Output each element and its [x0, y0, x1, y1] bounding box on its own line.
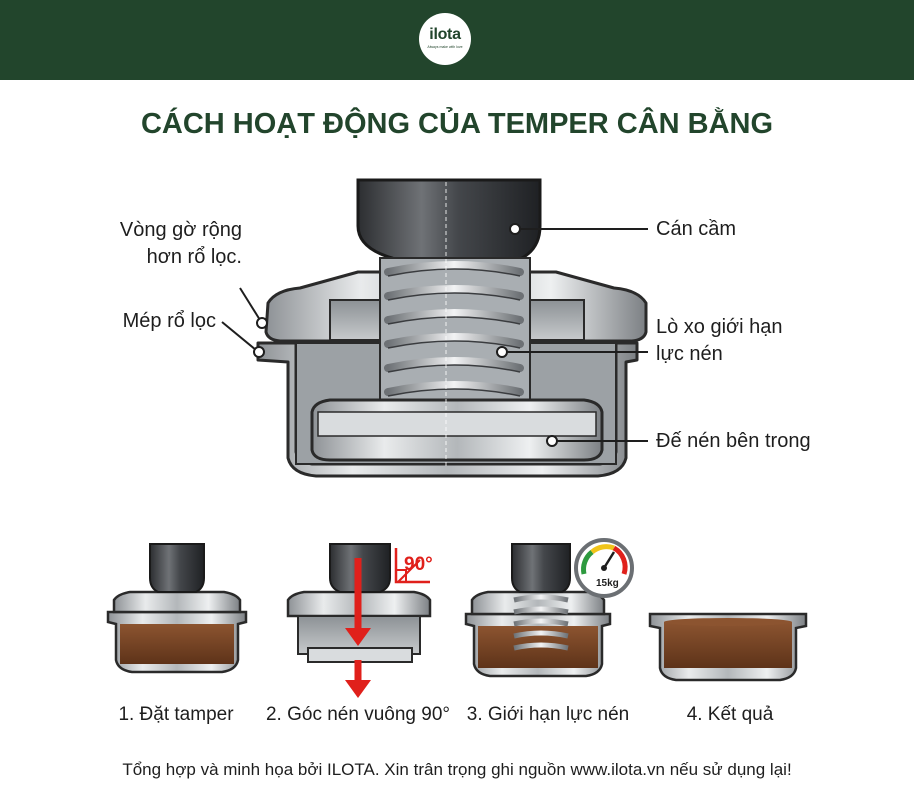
- header-bar: ilota Always make with love: [0, 0, 914, 80]
- label-wide-rim: Vòng gờ rộng hơn rổ lọc.: [119, 219, 242, 268]
- angle-label: 90°: [404, 554, 433, 575]
- footer-credit: Tổng hợp và minh họa bởi ILOTA. Xin trân…: [122, 760, 792, 779]
- step-2-label: 2. Góc nén vuông 90°: [265, 704, 450, 725]
- step-1-illustration: [106, 543, 248, 674]
- tamper-base: [310, 398, 604, 462]
- step-4-illustration: [648, 612, 808, 682]
- basket-edge-marker: [253, 346, 265, 358]
- steps-illustration: 90° 15kg: [106, 538, 808, 698]
- tamper-cross-section-diagram: [221, 178, 648, 478]
- label-inner-base: Đế nén bên trong: [656, 430, 811, 452]
- down-arrow-icon: [345, 628, 371, 646]
- base-marker: [546, 435, 558, 447]
- logo-tagline: Always make with love: [427, 45, 463, 49]
- label-basket-edge: Mép rổ lọc: [122, 310, 216, 332]
- step-3-illustration: 15kg: [464, 538, 634, 678]
- down-arrow-icon: [345, 680, 371, 698]
- step-2-illustration: 90°: [286, 543, 433, 698]
- ilota-logo[interactable]: ilota Always make with love: [419, 13, 471, 65]
- step-3-label: 3. Giới hạn lực nén: [466, 704, 630, 725]
- page-title: CÁCH HOẠT ĐỘNG CỦA TEMPER CÂN BẰNG: [140, 108, 774, 140]
- label-spring: Lò xo giới hạn lực nén: [656, 316, 783, 365]
- pressure-gauge-icon: 15kg: [574, 538, 634, 598]
- step-4-label: 4. Kết quả: [686, 704, 774, 725]
- handle-marker: [509, 223, 521, 235]
- label-handle: Cán cầm: [656, 218, 737, 240]
- step-1-label: 1. Đặt tamper: [118, 704, 234, 725]
- rim-marker: [256, 317, 268, 329]
- spring-marker: [496, 346, 508, 358]
- gauge-value: 15kg: [596, 578, 619, 589]
- logo-text: ilota: [429, 26, 461, 43]
